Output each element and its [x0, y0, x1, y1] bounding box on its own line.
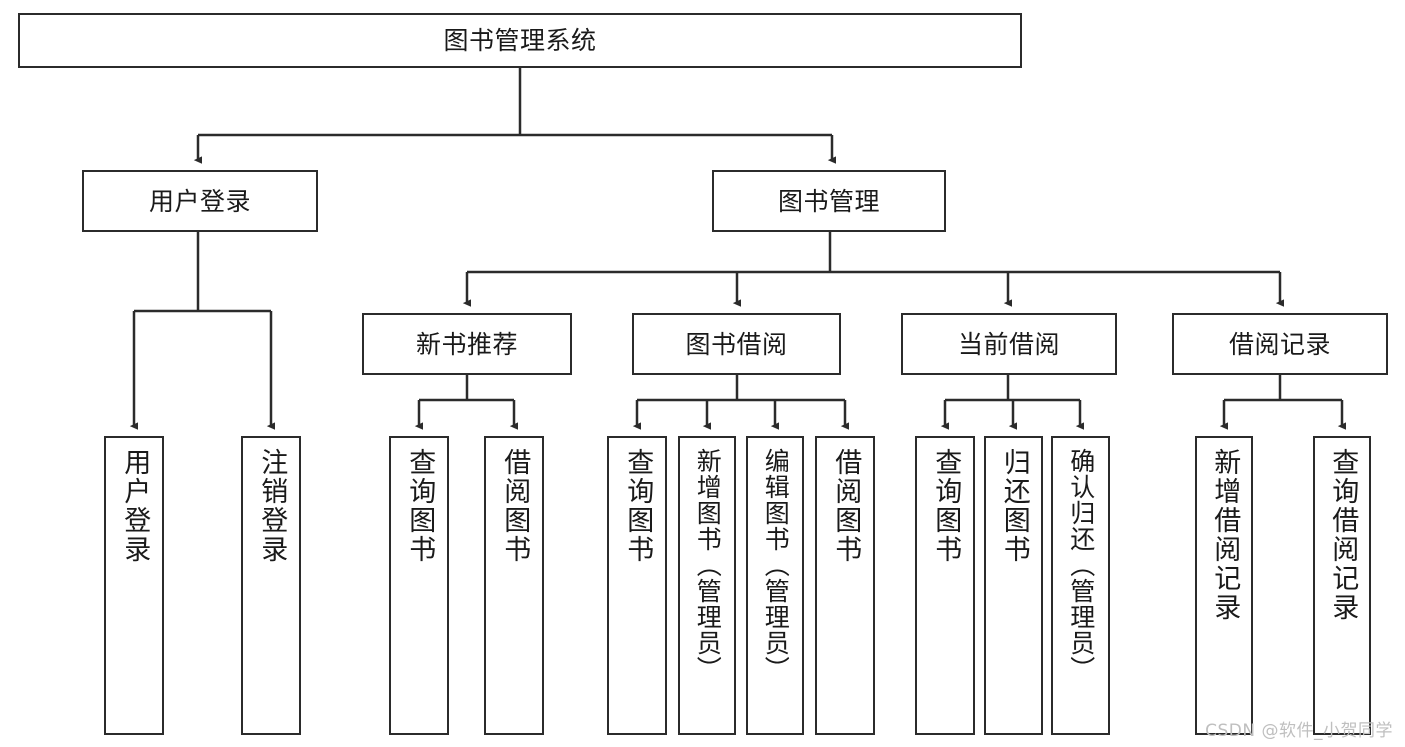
- node-leaf-confirm-return-admin-label: 确认归还（管理员）: [1066, 448, 1096, 682]
- node-root-label: 图书管理系统: [443, 26, 597, 55]
- node-leaf-borrow-book-1-label: 借阅图书: [499, 448, 531, 564]
- node-leaf-logout-login[interactable]: 注销登录: [241, 436, 301, 735]
- node-leaf-return-book-label: 归还图书: [998, 448, 1030, 564]
- node-leaf-user-login-label: 用户登录: [119, 448, 151, 564]
- node-leaf-borrow-book-2-label: 借阅图书: [830, 448, 862, 564]
- node-leaf-borrow-book-2[interactable]: 借阅图书: [815, 436, 875, 735]
- node-current-borrow-label: 当前借阅: [957, 329, 1060, 359]
- node-leaf-query-book-3-label: 查询图书: [930, 448, 962, 564]
- node-leaf-add-borrow-record-label: 新增借阅记录: [1209, 448, 1241, 622]
- node-leaf-add-book-admin-label: 新增图书（管理员）: [693, 448, 723, 682]
- node-leaf-query-borrow-record[interactable]: 查询借阅记录: [1313, 436, 1371, 735]
- node-user-login[interactable]: 用户登录: [82, 170, 318, 232]
- node-book-management[interactable]: 图书管理: [712, 170, 946, 232]
- node-book-borrow-label: 图书借阅: [685, 329, 788, 359]
- node-leaf-query-book-2[interactable]: 查询图书: [607, 436, 667, 735]
- node-leaf-edit-book-admin[interactable]: 编辑图书（管理员）: [746, 436, 804, 735]
- node-leaf-return-book[interactable]: 归还图书: [984, 436, 1043, 735]
- node-book-borrow[interactable]: 图书借阅: [632, 313, 841, 375]
- node-root[interactable]: 图书管理系统: [18, 13, 1022, 68]
- node-leaf-borrow-book-1[interactable]: 借阅图书: [484, 436, 544, 735]
- node-leaf-add-borrow-record[interactable]: 新增借阅记录: [1195, 436, 1253, 735]
- node-leaf-query-book-1[interactable]: 查询图书: [389, 436, 449, 735]
- node-current-borrow[interactable]: 当前借阅: [901, 313, 1117, 375]
- node-borrow-record[interactable]: 借阅记录: [1172, 313, 1388, 375]
- node-leaf-query-borrow-record-label: 查询借阅记录: [1327, 448, 1359, 622]
- node-leaf-logout-login-label: 注销登录: [256, 448, 288, 564]
- node-leaf-edit-book-admin-label: 编辑图书（管理员）: [761, 448, 791, 682]
- node-leaf-user-login[interactable]: 用户登录: [104, 436, 164, 735]
- node-leaf-add-book-admin[interactable]: 新增图书（管理员）: [678, 436, 736, 735]
- node-book-management-label: 图书管理: [777, 186, 880, 216]
- node-leaf-query-book-2-label: 查询图书: [622, 448, 654, 564]
- node-new-book-recommend-label: 新书推荐: [415, 329, 518, 359]
- node-user-login-label: 用户登录: [148, 186, 251, 216]
- node-borrow-record-label: 借阅记录: [1228, 329, 1331, 359]
- node-leaf-query-book-1-label: 查询图书: [404, 448, 436, 564]
- node-new-book-recommend[interactable]: 新书推荐: [362, 313, 572, 375]
- csdn-watermark: CSDN @软件_小贺同学: [1205, 721, 1393, 741]
- node-leaf-query-book-3[interactable]: 查询图书: [915, 436, 975, 735]
- node-leaf-confirm-return-admin[interactable]: 确认归还（管理员）: [1051, 436, 1110, 735]
